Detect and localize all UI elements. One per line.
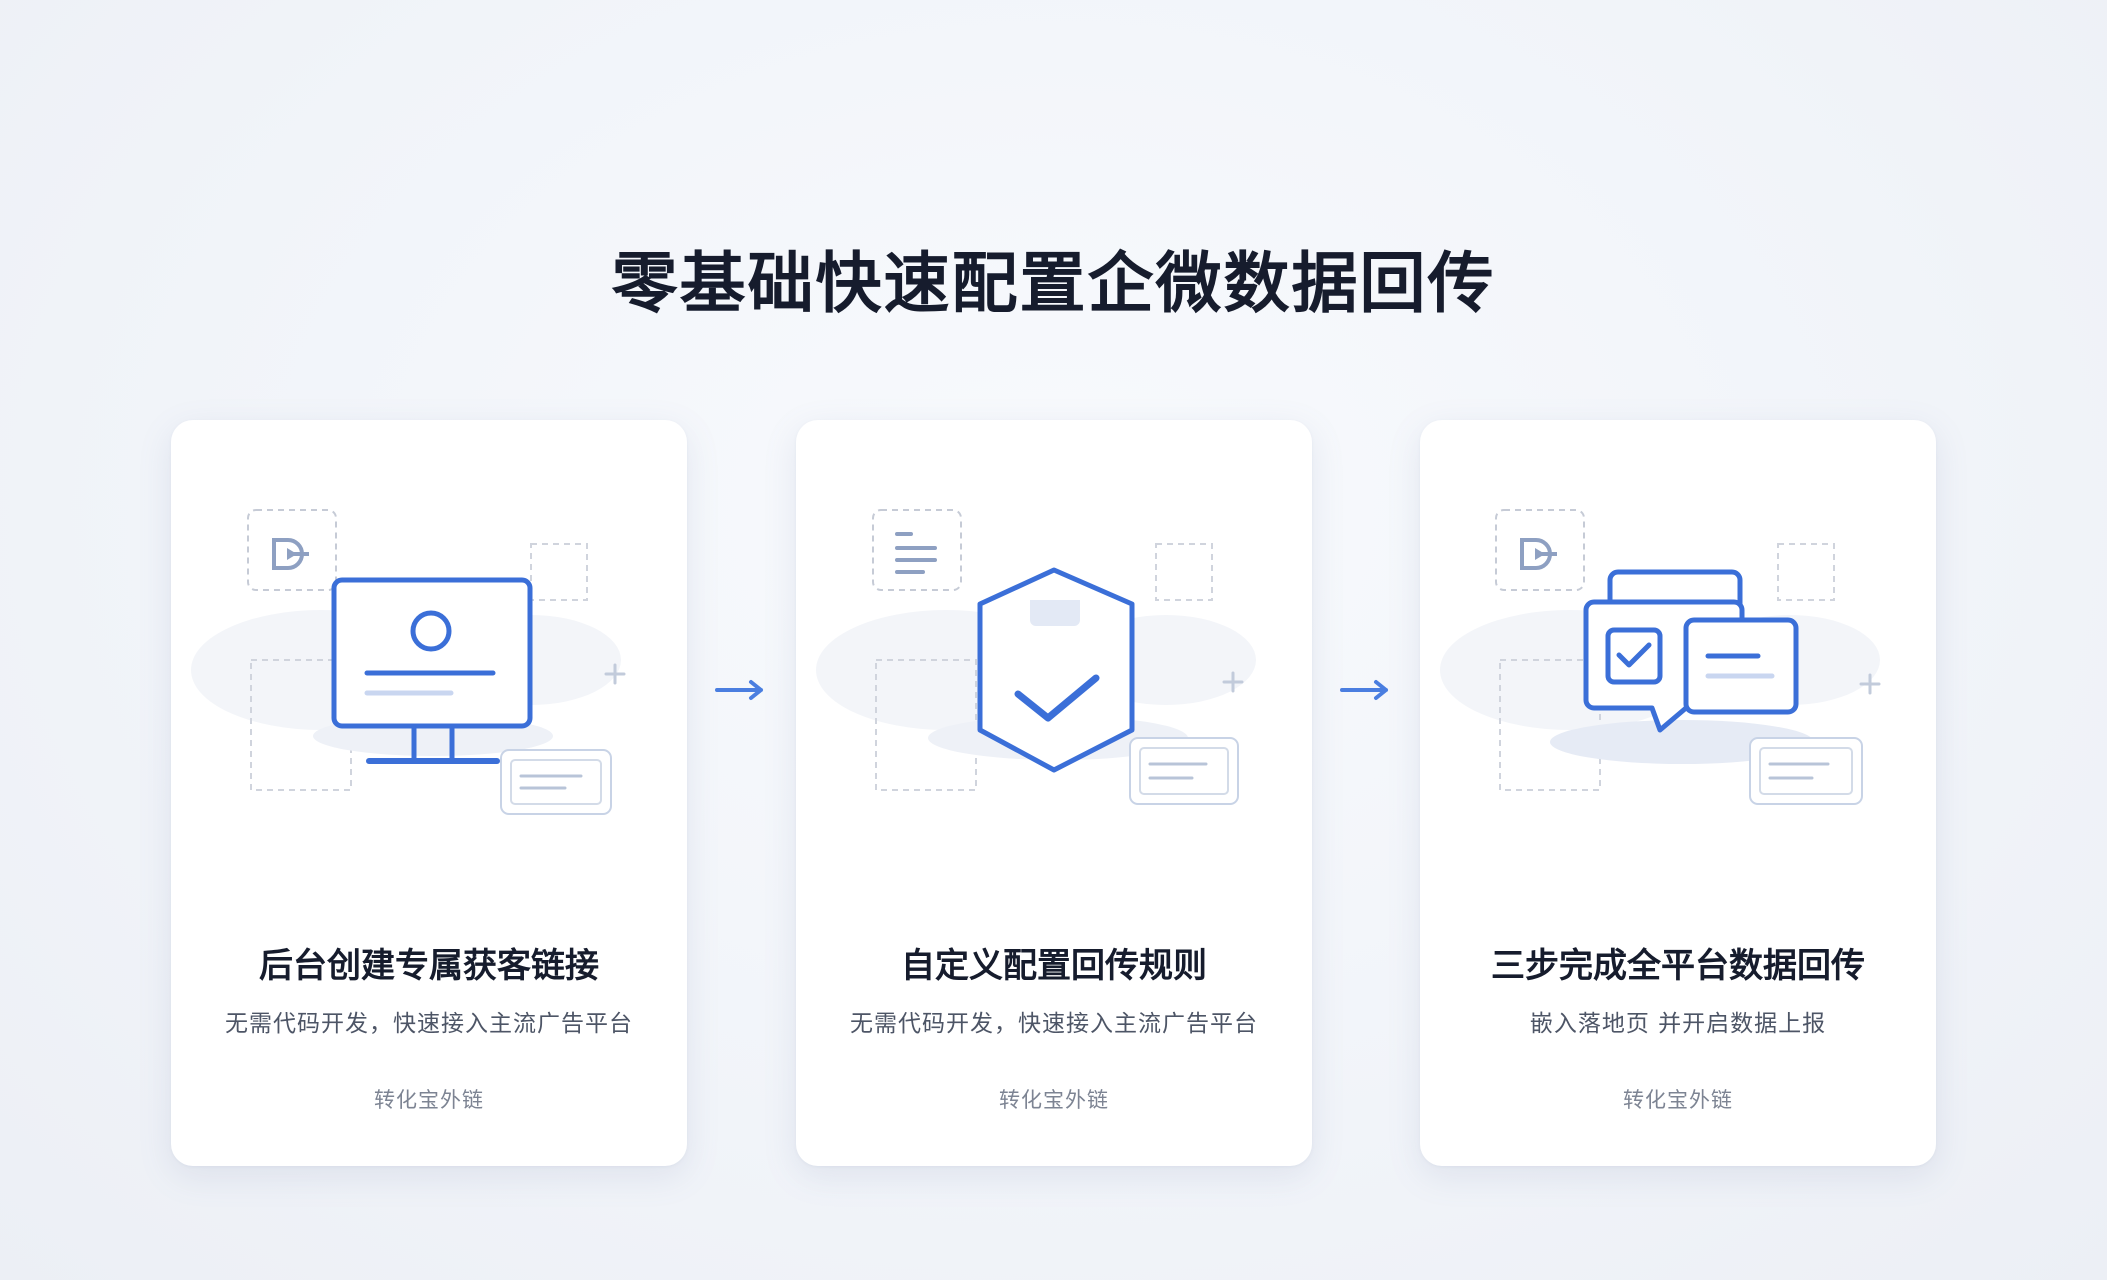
chat-check-icon [1440,509,1881,805]
step-card-3: 三步完成全平台数据回传 嵌入落地页 并开启数据上报 转化宝外链 [1420,420,1936,1166]
step-title: 三步完成全平台数据回传 [1491,946,1865,986]
step-description: 无需代码开发，快速接入主流广告平台 [225,1011,633,1037]
step-description: 嵌入落地页 并开启数据上报 [1529,1011,1827,1037]
step-title: 自定义配置回传规则 [901,946,1207,986]
step-footer: 转化宝外链 [1623,1088,1733,1112]
shield-check-icon [816,509,1256,805]
step-footer: 转化宝外链 [999,1088,1109,1112]
arrow-right-icon [715,680,763,700]
step-description: 无需代码开发，快速接入主流广告平台 [850,1011,1258,1037]
arrow-right-icon [1340,680,1388,700]
page-title: 零基础快速配置企微数据回传 [611,245,1496,322]
step-card-2: 自定义配置回传规则 无需代码开发，快速接入主流广告平台 转化宝外链 [796,420,1312,1166]
step-footer: 转化宝外链 [374,1088,484,1112]
monitor-user-icon [191,509,626,815]
step-card-1: 后台创建专属获客链接 无需代码开发，快速接入主流广告平台 转化宝外链 [171,420,687,1166]
step-title: 后台创建专属获客链接 [259,946,599,986]
